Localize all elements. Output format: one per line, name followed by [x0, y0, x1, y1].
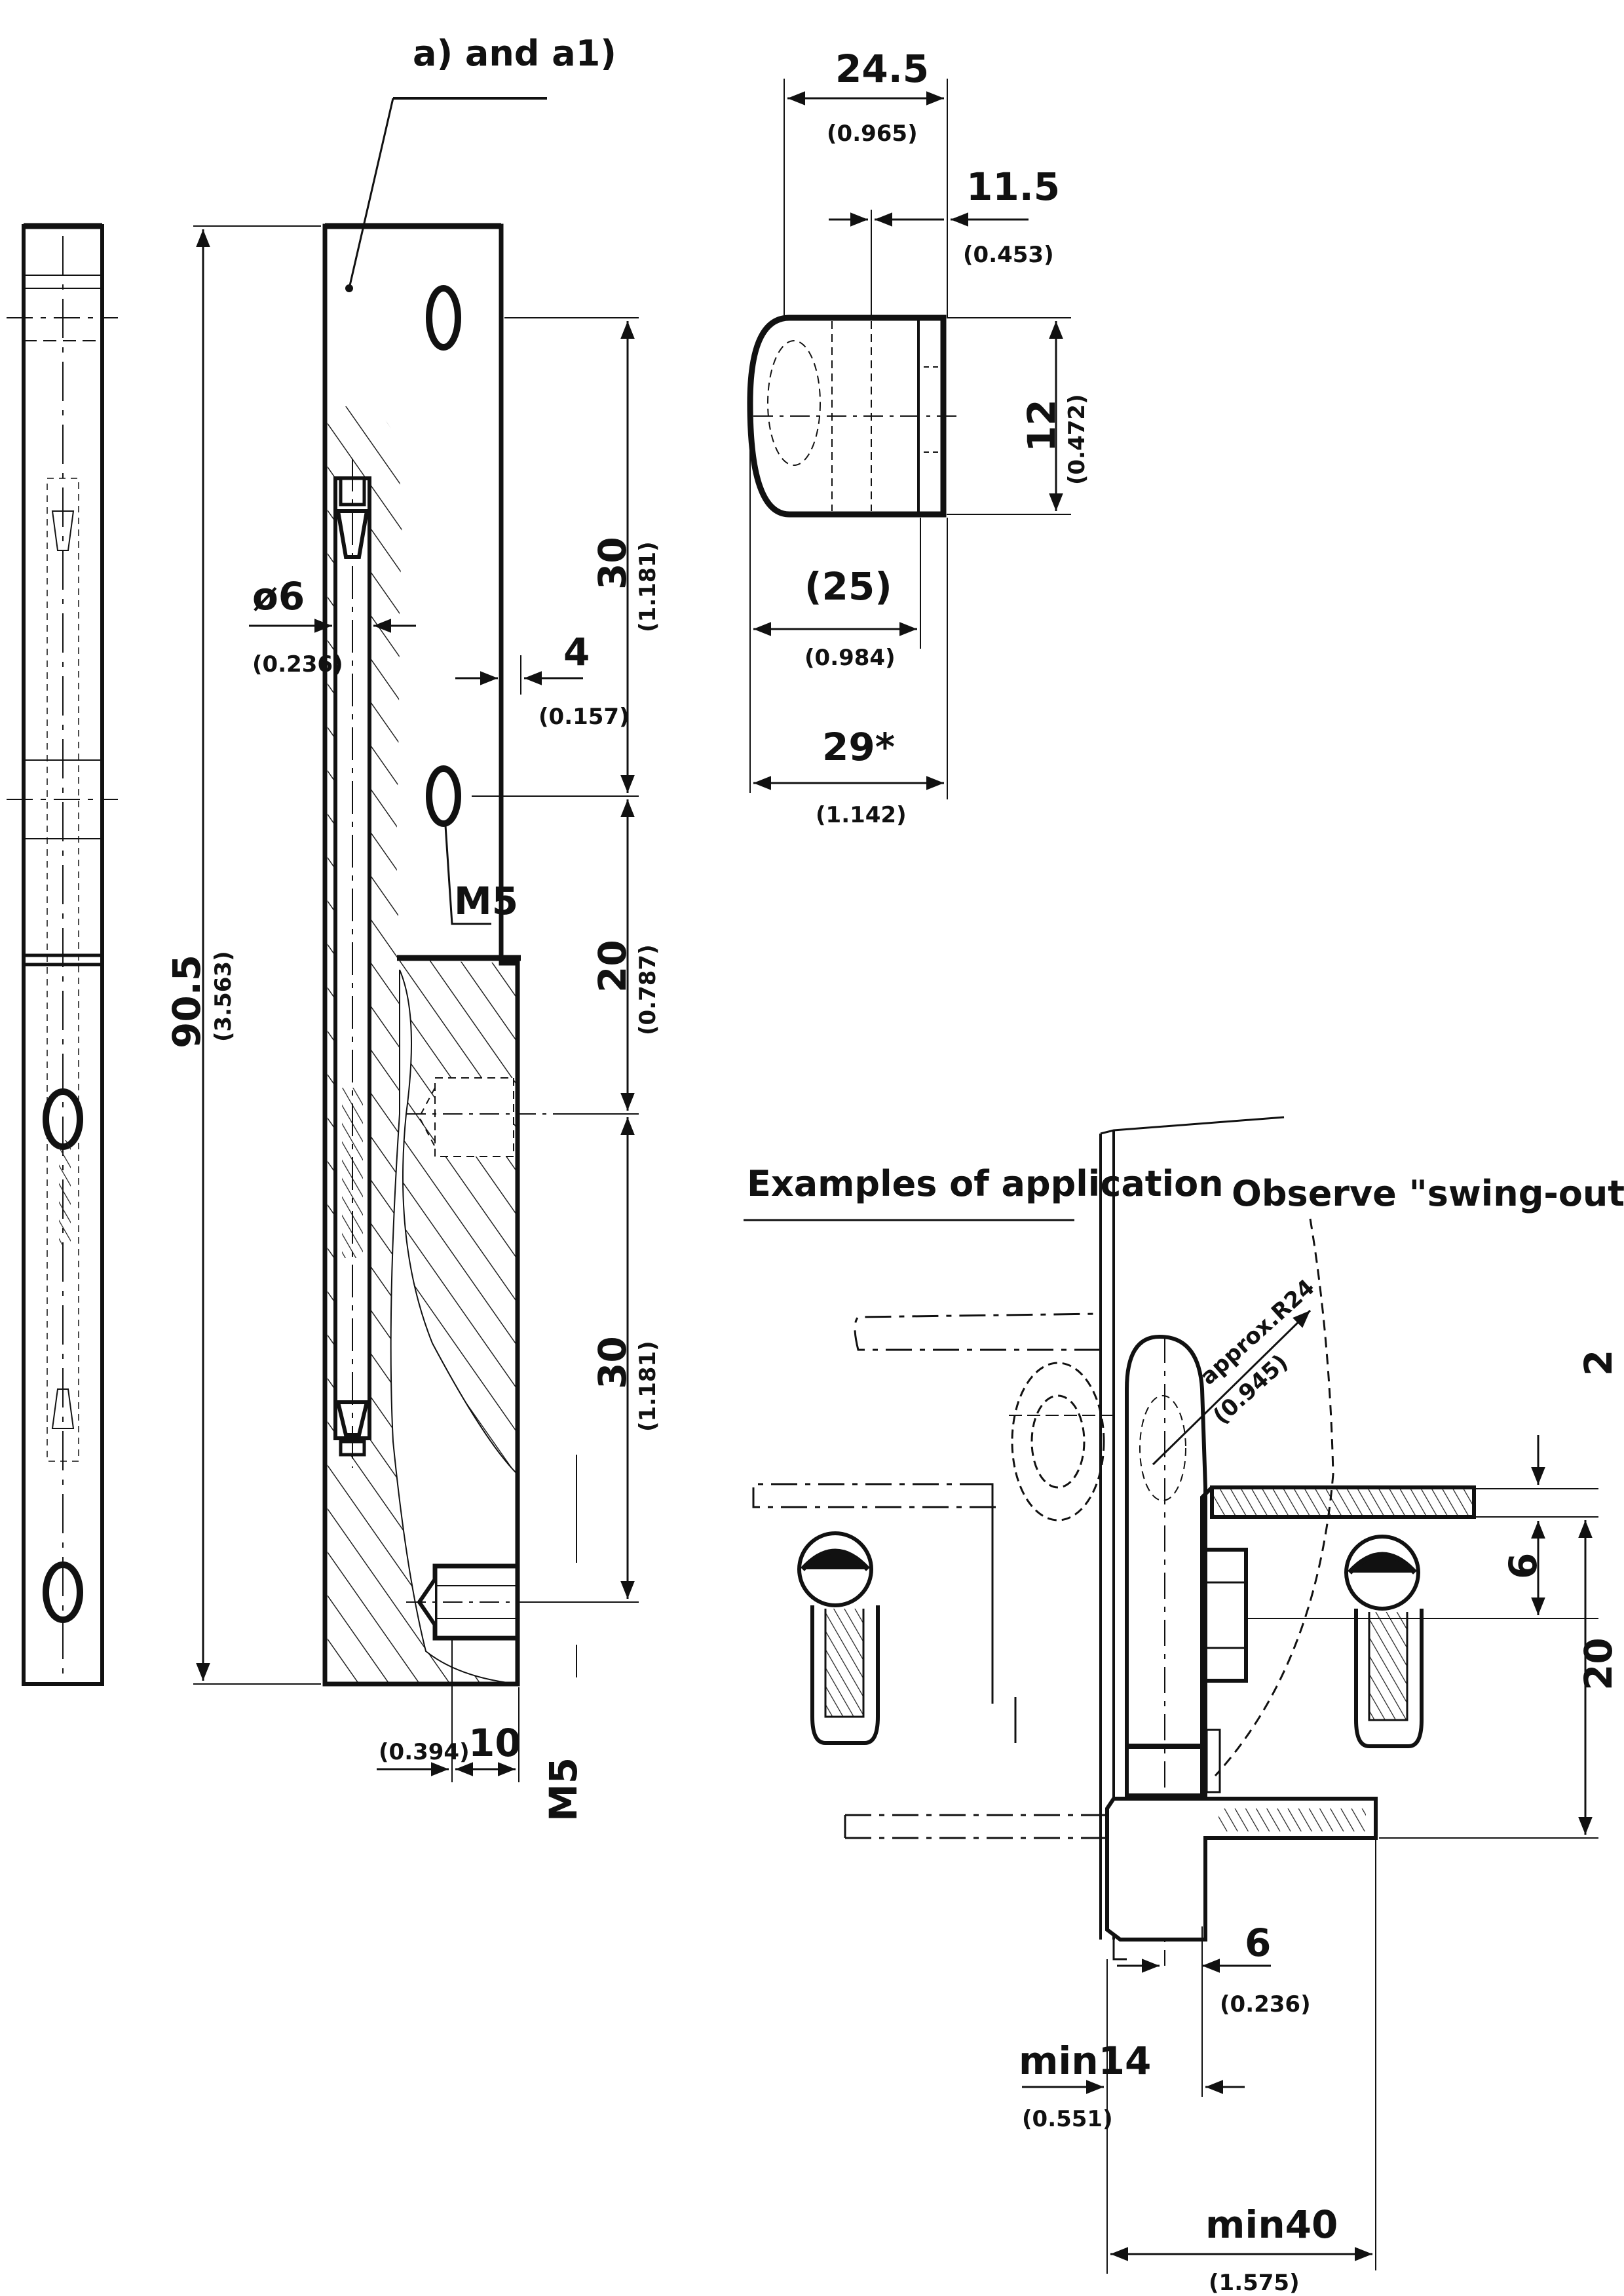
dim-20-label: 20: [590, 940, 635, 993]
app-dim-20-vert: 20: [1576, 1637, 1621, 1691]
dim-25: [749, 406, 921, 793]
part-ref-label: a) and a1): [413, 33, 616, 74]
dim-30-top-label: 30: [590, 537, 635, 590]
body-hole-m5-icon: [426, 765, 461, 827]
dim-4-inch: (0.157): [538, 704, 630, 730]
dim-11-5-label: 11.5: [966, 164, 1060, 209]
side-hole-lower-icon: [43, 1561, 83, 1623]
dim-24-5: [784, 79, 948, 318]
dim-dia6-label: ø6: [252, 574, 305, 619]
app-dim-6: 6: [1245, 1921, 1271, 1965]
body-hole-top-icon: [426, 285, 461, 351]
app-dim-6-vert: 6: [1501, 1553, 1545, 1579]
end-view: [747, 315, 963, 518]
app-dim-6-inch: (0.236): [1220, 1991, 1311, 2018]
dim-12-label: 12: [1019, 399, 1064, 452]
dim-90-5-label: 90.5: [164, 955, 209, 1048]
m5-upper-leader: [444, 825, 491, 925]
dim-30-top-inch: (1.181): [635, 541, 661, 632]
dim-4: [455, 655, 583, 695]
dim-30-bottom-inch: (1.181): [635, 1341, 661, 1432]
dim-chain-right: [472, 317, 639, 1603]
dim-12-inch: (0.472): [1064, 394, 1090, 485]
dim-10-inch: (0.394): [379, 1739, 470, 1765]
thread-m5-upper: M5: [454, 879, 518, 923]
dim-12: [947, 317, 1071, 515]
app-dim-2: 2: [1576, 1350, 1621, 1376]
part-ref-leader: [348, 97, 547, 289]
dim-25-label: (25): [804, 564, 892, 609]
dim-29-inch: (1.142): [816, 802, 907, 828]
dim-11-5: [829, 210, 1029, 318]
app-dim-min14: min14: [1019, 2038, 1151, 2083]
app-dims-bottom: [1022, 1926, 1372, 2274]
dim-25-inch: (0.984): [804, 645, 896, 671]
dim-29-label: 29*: [822, 725, 895, 769]
swing-note: Observe "swing-out" radius: [1232, 1173, 1624, 1214]
side-view: [7, 223, 118, 1686]
dim-30-bottom-label: 30: [590, 1336, 635, 1389]
app-dim-min14-inch: (0.551): [1022, 2106, 1113, 2132]
dim-4-label: 4: [563, 630, 590, 674]
application-view: [752, 1116, 1476, 2270]
dim-29: [753, 518, 948, 799]
dim-90-5: [193, 225, 321, 1685]
thread-m5-lower: M5: [541, 1757, 586, 1822]
dim-10: [377, 1455, 577, 1782]
app-dims-right: [1245, 1435, 1598, 1839]
app-dim-min40: min40: [1205, 2202, 1338, 2247]
examples-title: Examples of application: [747, 1163, 1224, 1204]
dim-24-5-inch: (0.965): [827, 121, 918, 147]
dim-90-5-inch: (3.563): [210, 951, 236, 1042]
app-dim-min40-inch: (1.575): [1209, 2270, 1300, 2296]
dim-dia6-inch: (0.236): [252, 651, 343, 678]
dim-10-label: 10: [468, 1721, 521, 1765]
front-view: [322, 223, 629, 1687]
dim-11-5-inch: (0.453): [963, 242, 1054, 268]
dim-24-5-label: 24.5: [835, 47, 929, 91]
dim-20-inch: (0.787): [635, 944, 661, 1035]
